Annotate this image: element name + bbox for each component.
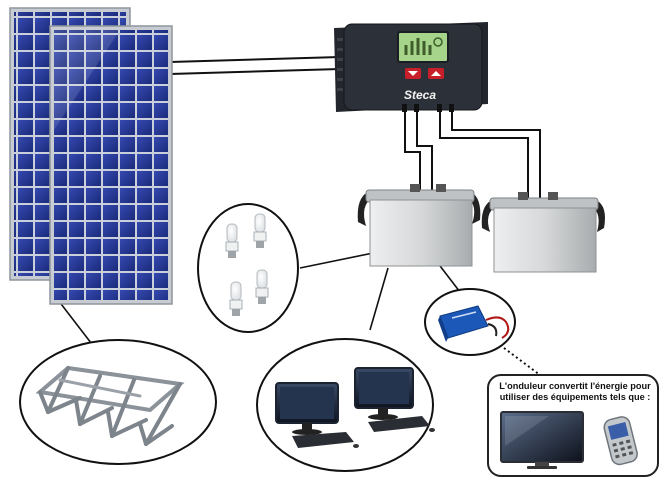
- rack-callout: [19, 339, 217, 465]
- leader-dotted-to-callout: [495, 341, 541, 376]
- cfl-bulb-icon: [225, 213, 269, 316]
- inverter-icon: [438, 305, 510, 342]
- bulbs-callout: [197, 203, 299, 333]
- equipment-illustrations: [500, 411, 638, 469]
- battery-icon-2: [481, 192, 605, 273]
- mounting-rack-icon: [35, 365, 185, 446]
- leader-to-inverter: [436, 261, 461, 293]
- controller-to-battery1-wire-b: [416, 112, 433, 196]
- callout-text: L'onduleur convertit l'énergie pour util…: [499, 381, 651, 402]
- panel-to-controller-wire-upper: [169, 56, 341, 63]
- battery-icon: [357, 184, 481, 267]
- inverter-equipment-callout: L'onduleur convertit l'énergie pour util…: [487, 374, 659, 477]
- desktop-computer-icon: [275, 382, 359, 448]
- controller-brand-logo: Steca: [404, 88, 436, 102]
- flat-tv-icon: [500, 411, 584, 469]
- leader-to-bulbs: [299, 251, 379, 269]
- controller-to-battery2-wire-b: [451, 112, 541, 200]
- mobile-phone-icon: [603, 416, 638, 466]
- charge-controller-icon: Steca: [334, 22, 488, 112]
- wiring: [169, 56, 541, 200]
- desktop-computer-icon-2: [354, 367, 435, 432]
- controller-to-battery1-wire-a: [404, 112, 421, 196]
- panel-to-controller-wire-lower: [169, 68, 341, 75]
- controller-to-battery2-wire-a: [439, 112, 529, 200]
- solar-panel-icon: [49, 25, 173, 305]
- leader-to-computers: [369, 267, 389, 331]
